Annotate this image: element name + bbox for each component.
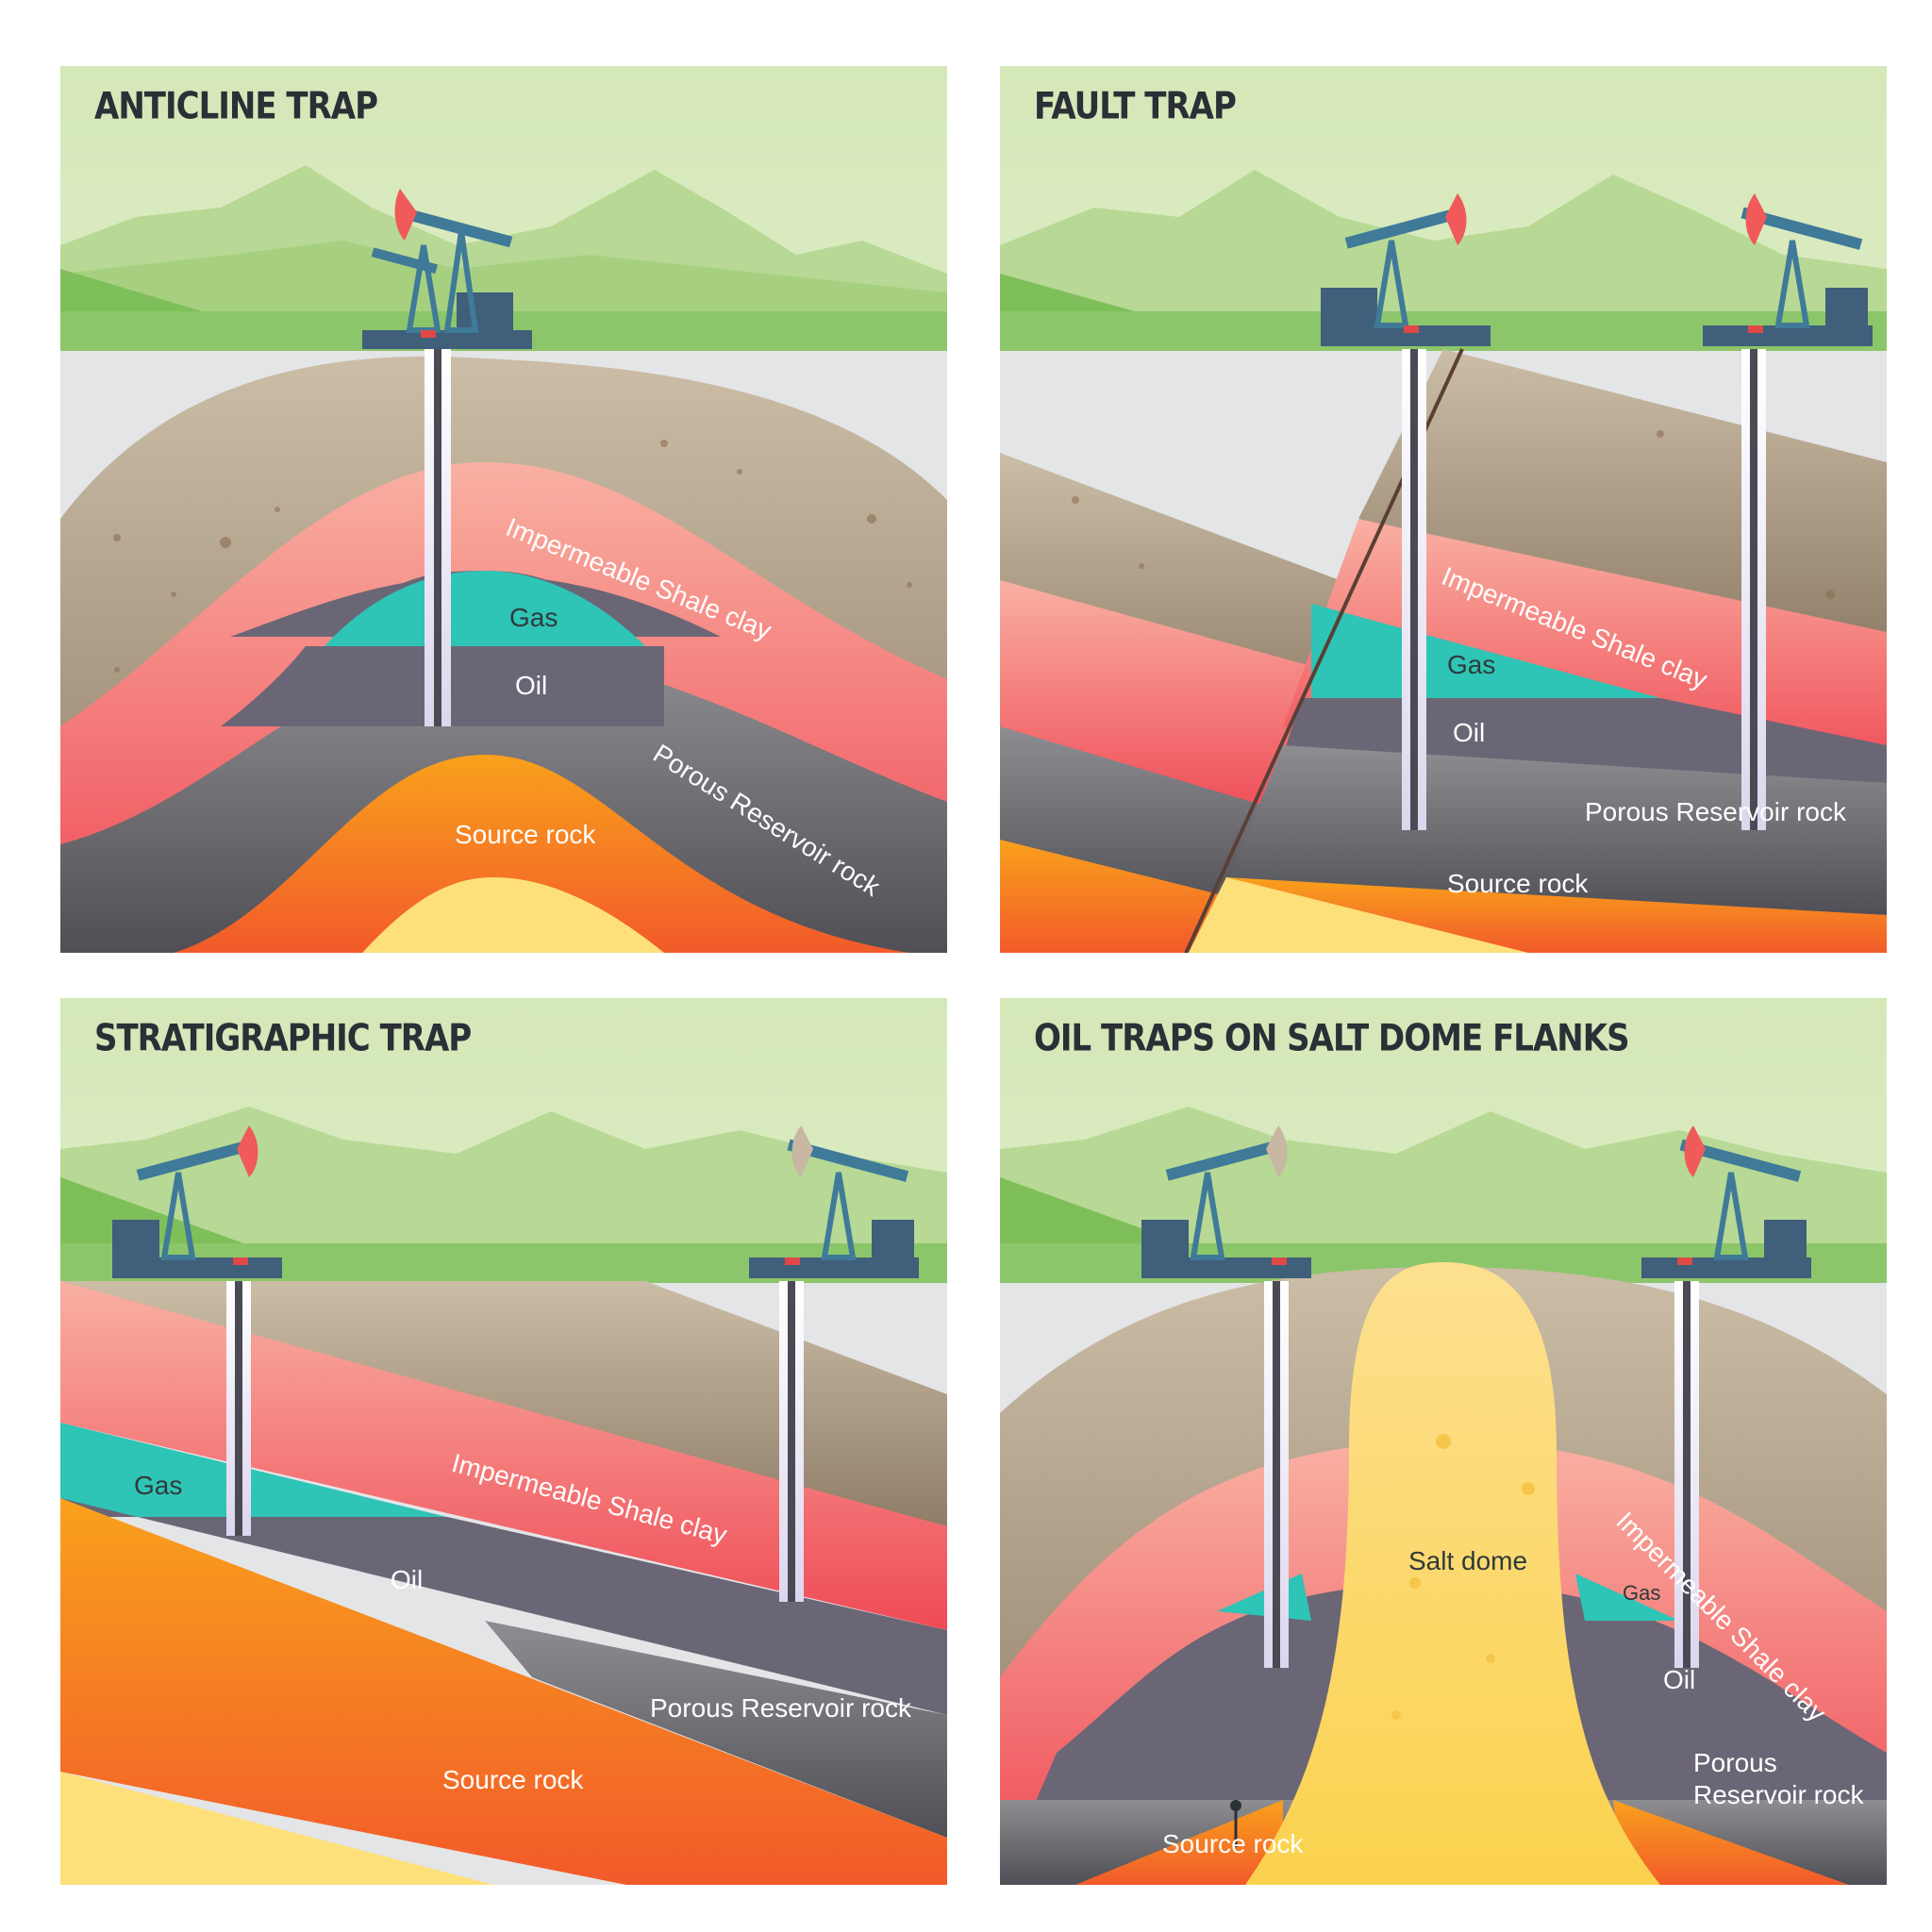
well-pipe-right — [1741, 349, 1766, 830]
shale-layer — [60, 1281, 947, 1630]
source-label: Source rock — [455, 820, 596, 849]
anticline-trap-diagram — [60, 66, 947, 953]
source-marker-icon — [1230, 1800, 1241, 1847]
gas-label: Gas — [509, 603, 558, 632]
well-pipe — [425, 349, 451, 726]
reservoir-label: Porous Reservoir rock — [650, 1693, 911, 1723]
stratigraphic-trap-panel: STRATIGRAPHIC TRAP Gas Impermeable Shale… — [60, 998, 947, 1885]
pumpjack-icon — [1141, 1125, 1311, 1278]
fault-trap-diagram — [1000, 66, 1887, 953]
panel-title: OIL TRAPS ON SALT DOME FLANKS — [1034, 1017, 1630, 1060]
gas-layer-right — [1575, 1574, 1679, 1621]
right-reservoir — [1226, 745, 1887, 915]
oil-label: Oil — [515, 671, 548, 700]
pumpjack-icon — [112, 1125, 282, 1278]
panel-title: FAULT TRAP — [1034, 85, 1237, 128]
salt-dome-diagram — [1000, 998, 1887, 1885]
reservoir-layer — [485, 1621, 947, 1838]
left-overburden — [1000, 453, 1377, 726]
sediment-dots — [113, 440, 912, 673]
pumpjack-icon — [1321, 193, 1491, 346]
gas-layer — [1311, 604, 1660, 698]
reservoir-label-line1: Porous — [1693, 1748, 1777, 1777]
source-rock-layer — [174, 755, 909, 953]
mountains — [1000, 170, 1887, 349]
reservoir-label: Porous Reservoir rock — [1585, 797, 1846, 826]
well-pipe-right — [779, 1281, 804, 1602]
pumpjack-icon — [362, 189, 532, 349]
left-source — [1000, 840, 1226, 953]
salt-dome-shape — [1245, 1262, 1660, 1885]
fault-trap-panel: FAULT TRAP Impermeable Shale clay Gas Oi… — [1000, 66, 1887, 953]
stratigraphic-trap-diagram — [60, 998, 947, 1885]
salt-base — [362, 877, 664, 953]
well-pipe-left — [1402, 349, 1426, 830]
panel-title: ANTICLINE TRAP — [94, 85, 378, 128]
well-pipe-left — [226, 1281, 251, 1536]
source-left — [1075, 1800, 1283, 1885]
salt-label: Salt dome — [1408, 1546, 1528, 1575]
mountains — [1000, 1107, 1887, 1281]
panel-title: STRATIGRAPHIC TRAP — [94, 1017, 472, 1060]
gas-layer — [60, 1423, 447, 1517]
well-pipe-left — [1264, 1281, 1289, 1668]
source-label: Source rock — [1447, 869, 1589, 898]
oil-layer — [60, 1498, 947, 1715]
gas-label: Gas — [134, 1471, 183, 1500]
pumpjack-icon — [1641, 1125, 1811, 1278]
gas-layer — [325, 571, 645, 646]
gas-label: Gas — [1447, 650, 1496, 679]
pumpjack-icon — [749, 1125, 919, 1278]
pumpjack-icon — [1703, 193, 1873, 346]
source-label: Source rock — [442, 1765, 584, 1794]
mountains — [60, 1107, 947, 1281]
source-right — [1613, 1800, 1849, 1885]
source-rock-layer — [60, 1498, 947, 1885]
reservoir-label-line2: Reservoir rock — [1693, 1780, 1864, 1809]
gas-label: Gas — [1623, 1581, 1661, 1605]
source-label: Source rock — [1162, 1829, 1304, 1858]
oil-label: Oil — [391, 1565, 424, 1594]
anticline-trap-panel: ANTICLINE TRAP Impermeable Shale clay Ga… — [60, 66, 947, 953]
oil-label: Oil — [1663, 1665, 1696, 1694]
well-pipe-right — [1674, 1281, 1699, 1668]
oil-label: Oil — [1453, 718, 1486, 747]
salt-dome-panel: OIL TRAPS ON SALT DOME FLANKS Salt dome … — [1000, 998, 1887, 1885]
